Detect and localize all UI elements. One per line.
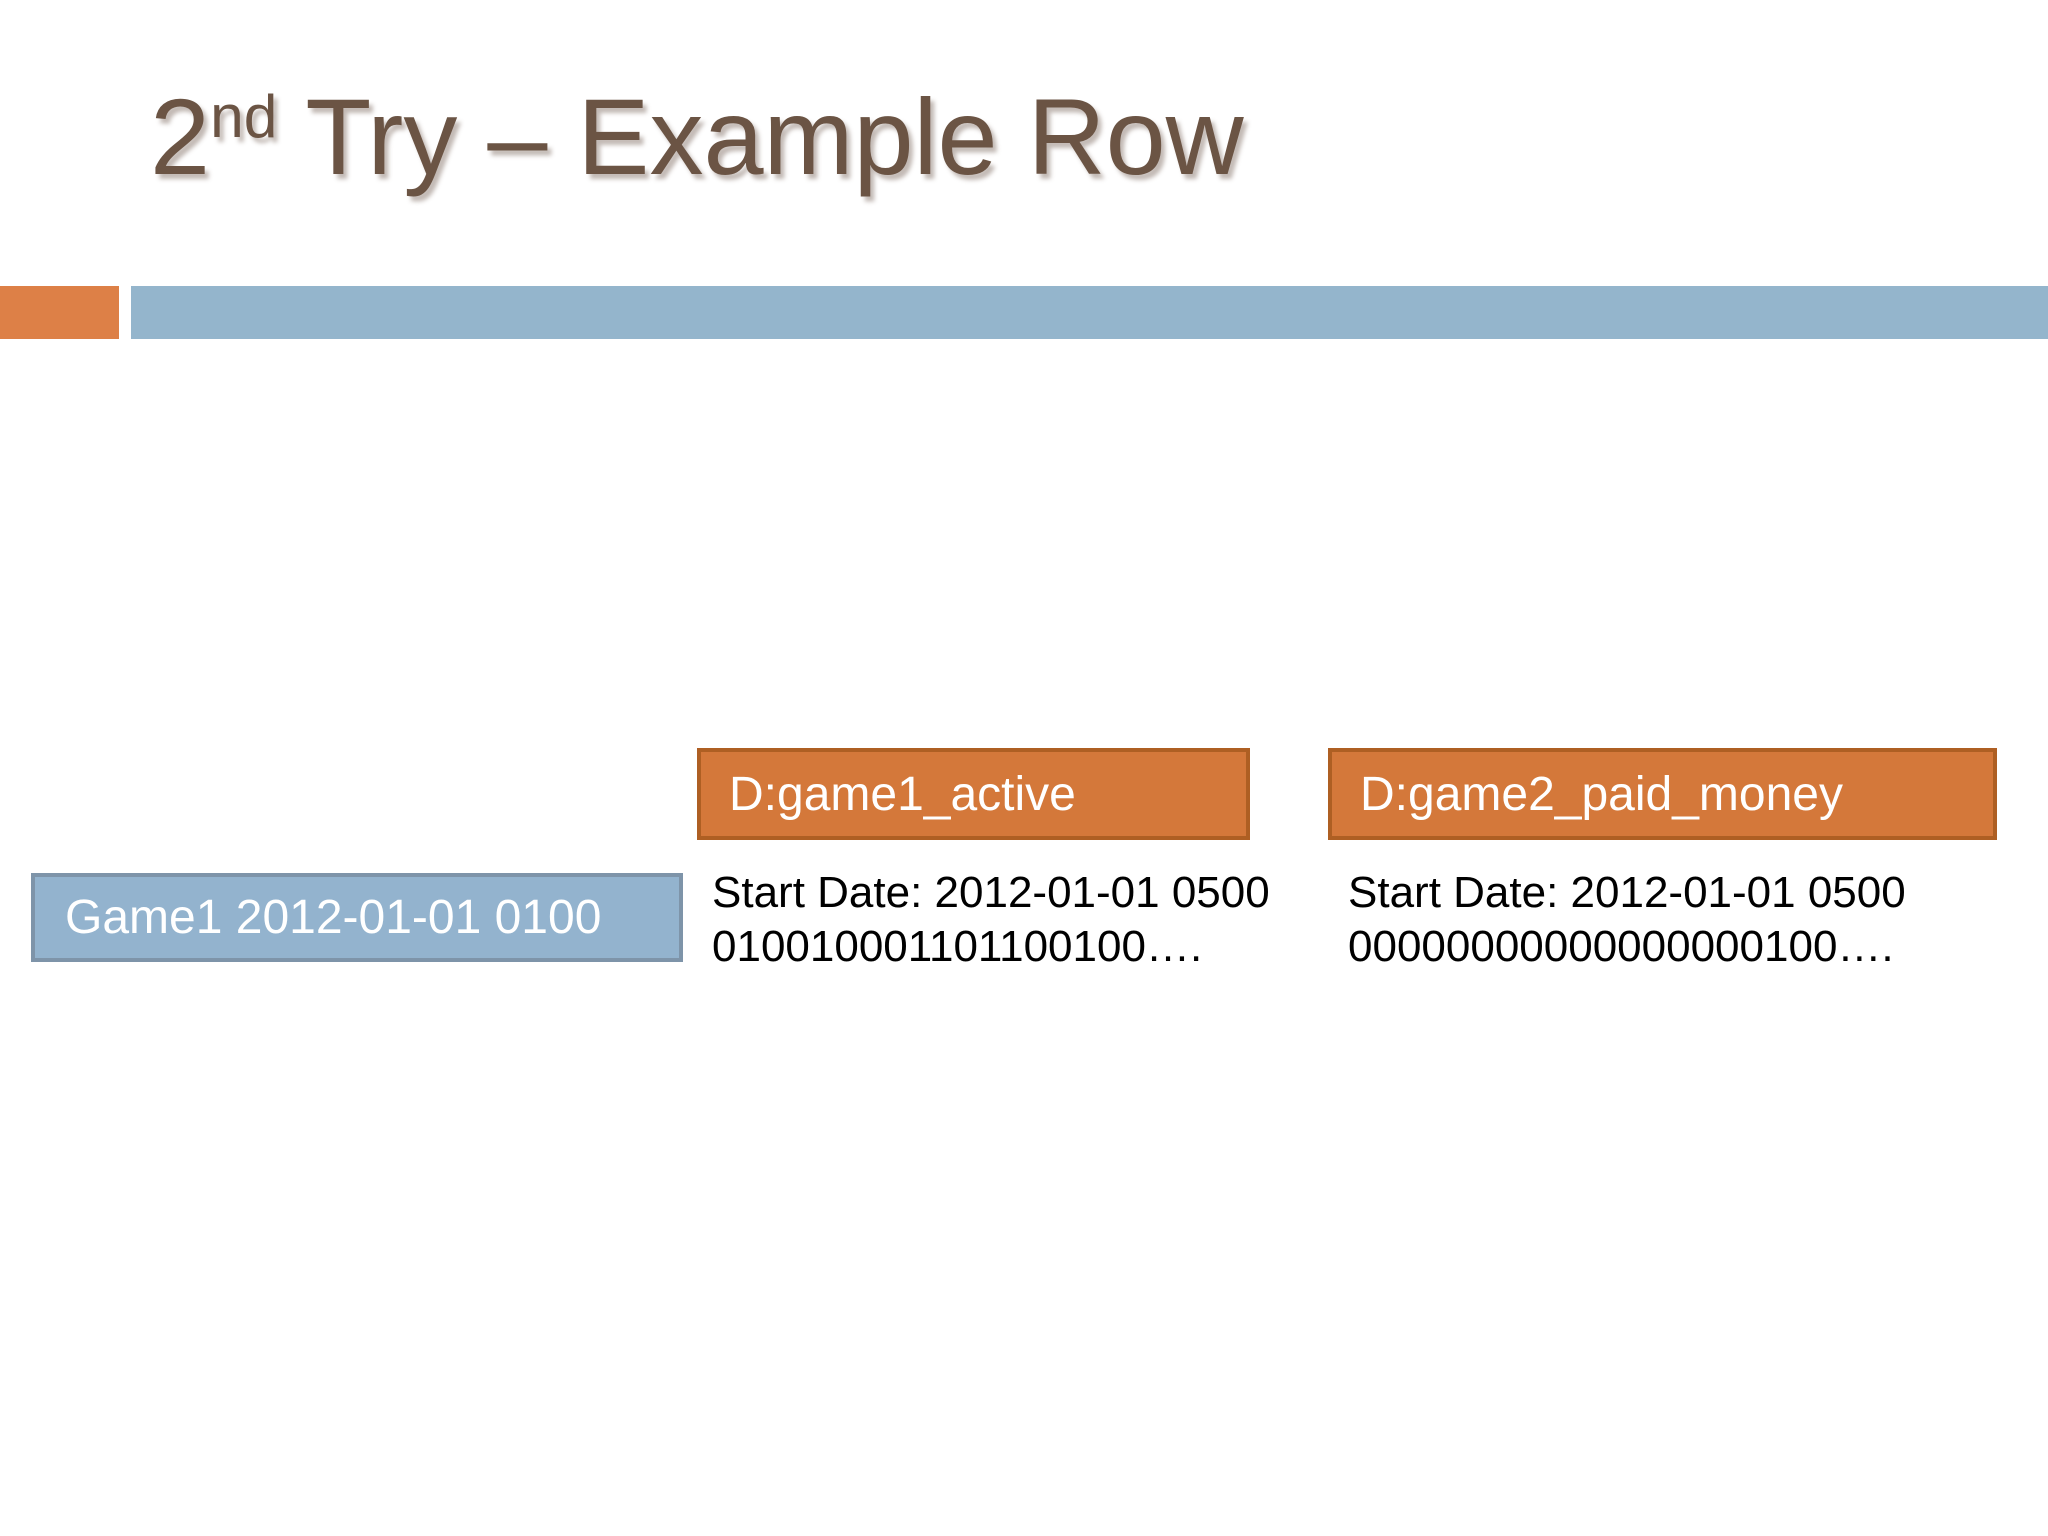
column-family-box-game2-paid-money[interactable]: D:game2_paid_money	[1328, 748, 1997, 840]
column-family-box-game1-active[interactable]: D:game1_active	[697, 748, 1250, 840]
row-key-label: Game1 2012-01-01 0100	[65, 891, 602, 944]
title-block: 2nd Try – Example Row	[150, 62, 1910, 222]
cell-content-game1-active: Start Date: 2012-01-01 0500 010010001101…	[712, 866, 1270, 974]
column-family-label: D:game1_active	[729, 767, 1076, 821]
cell-content-game2-paid-money: Start Date: 2012-01-01 0500 000000000000…	[1348, 866, 1906, 974]
cell-line-start-date: Start Date: 2012-01-01 0500	[1348, 868, 1906, 917]
page-title: 2nd Try – Example Row	[150, 62, 1910, 212]
column-family-label: D:game2_paid_money	[1360, 767, 1843, 821]
cell-line-bitmap: 010010001101100100….	[712, 922, 1203, 971]
title-suffix: Try – Example Row	[277, 76, 1244, 197]
cell-line-bitmap: 00000000000000000100….	[1348, 922, 1894, 971]
title-prefix: 2	[150, 76, 211, 197]
accent-bar-blue	[131, 286, 2048, 339]
title-superscript: nd	[210, 82, 278, 150]
row-key-box[interactable]: Game1 2012-01-01 0100	[31, 873, 683, 962]
cell-line-start-date: Start Date: 2012-01-01 0500	[712, 868, 1270, 917]
accent-bar-orange	[0, 286, 119, 339]
